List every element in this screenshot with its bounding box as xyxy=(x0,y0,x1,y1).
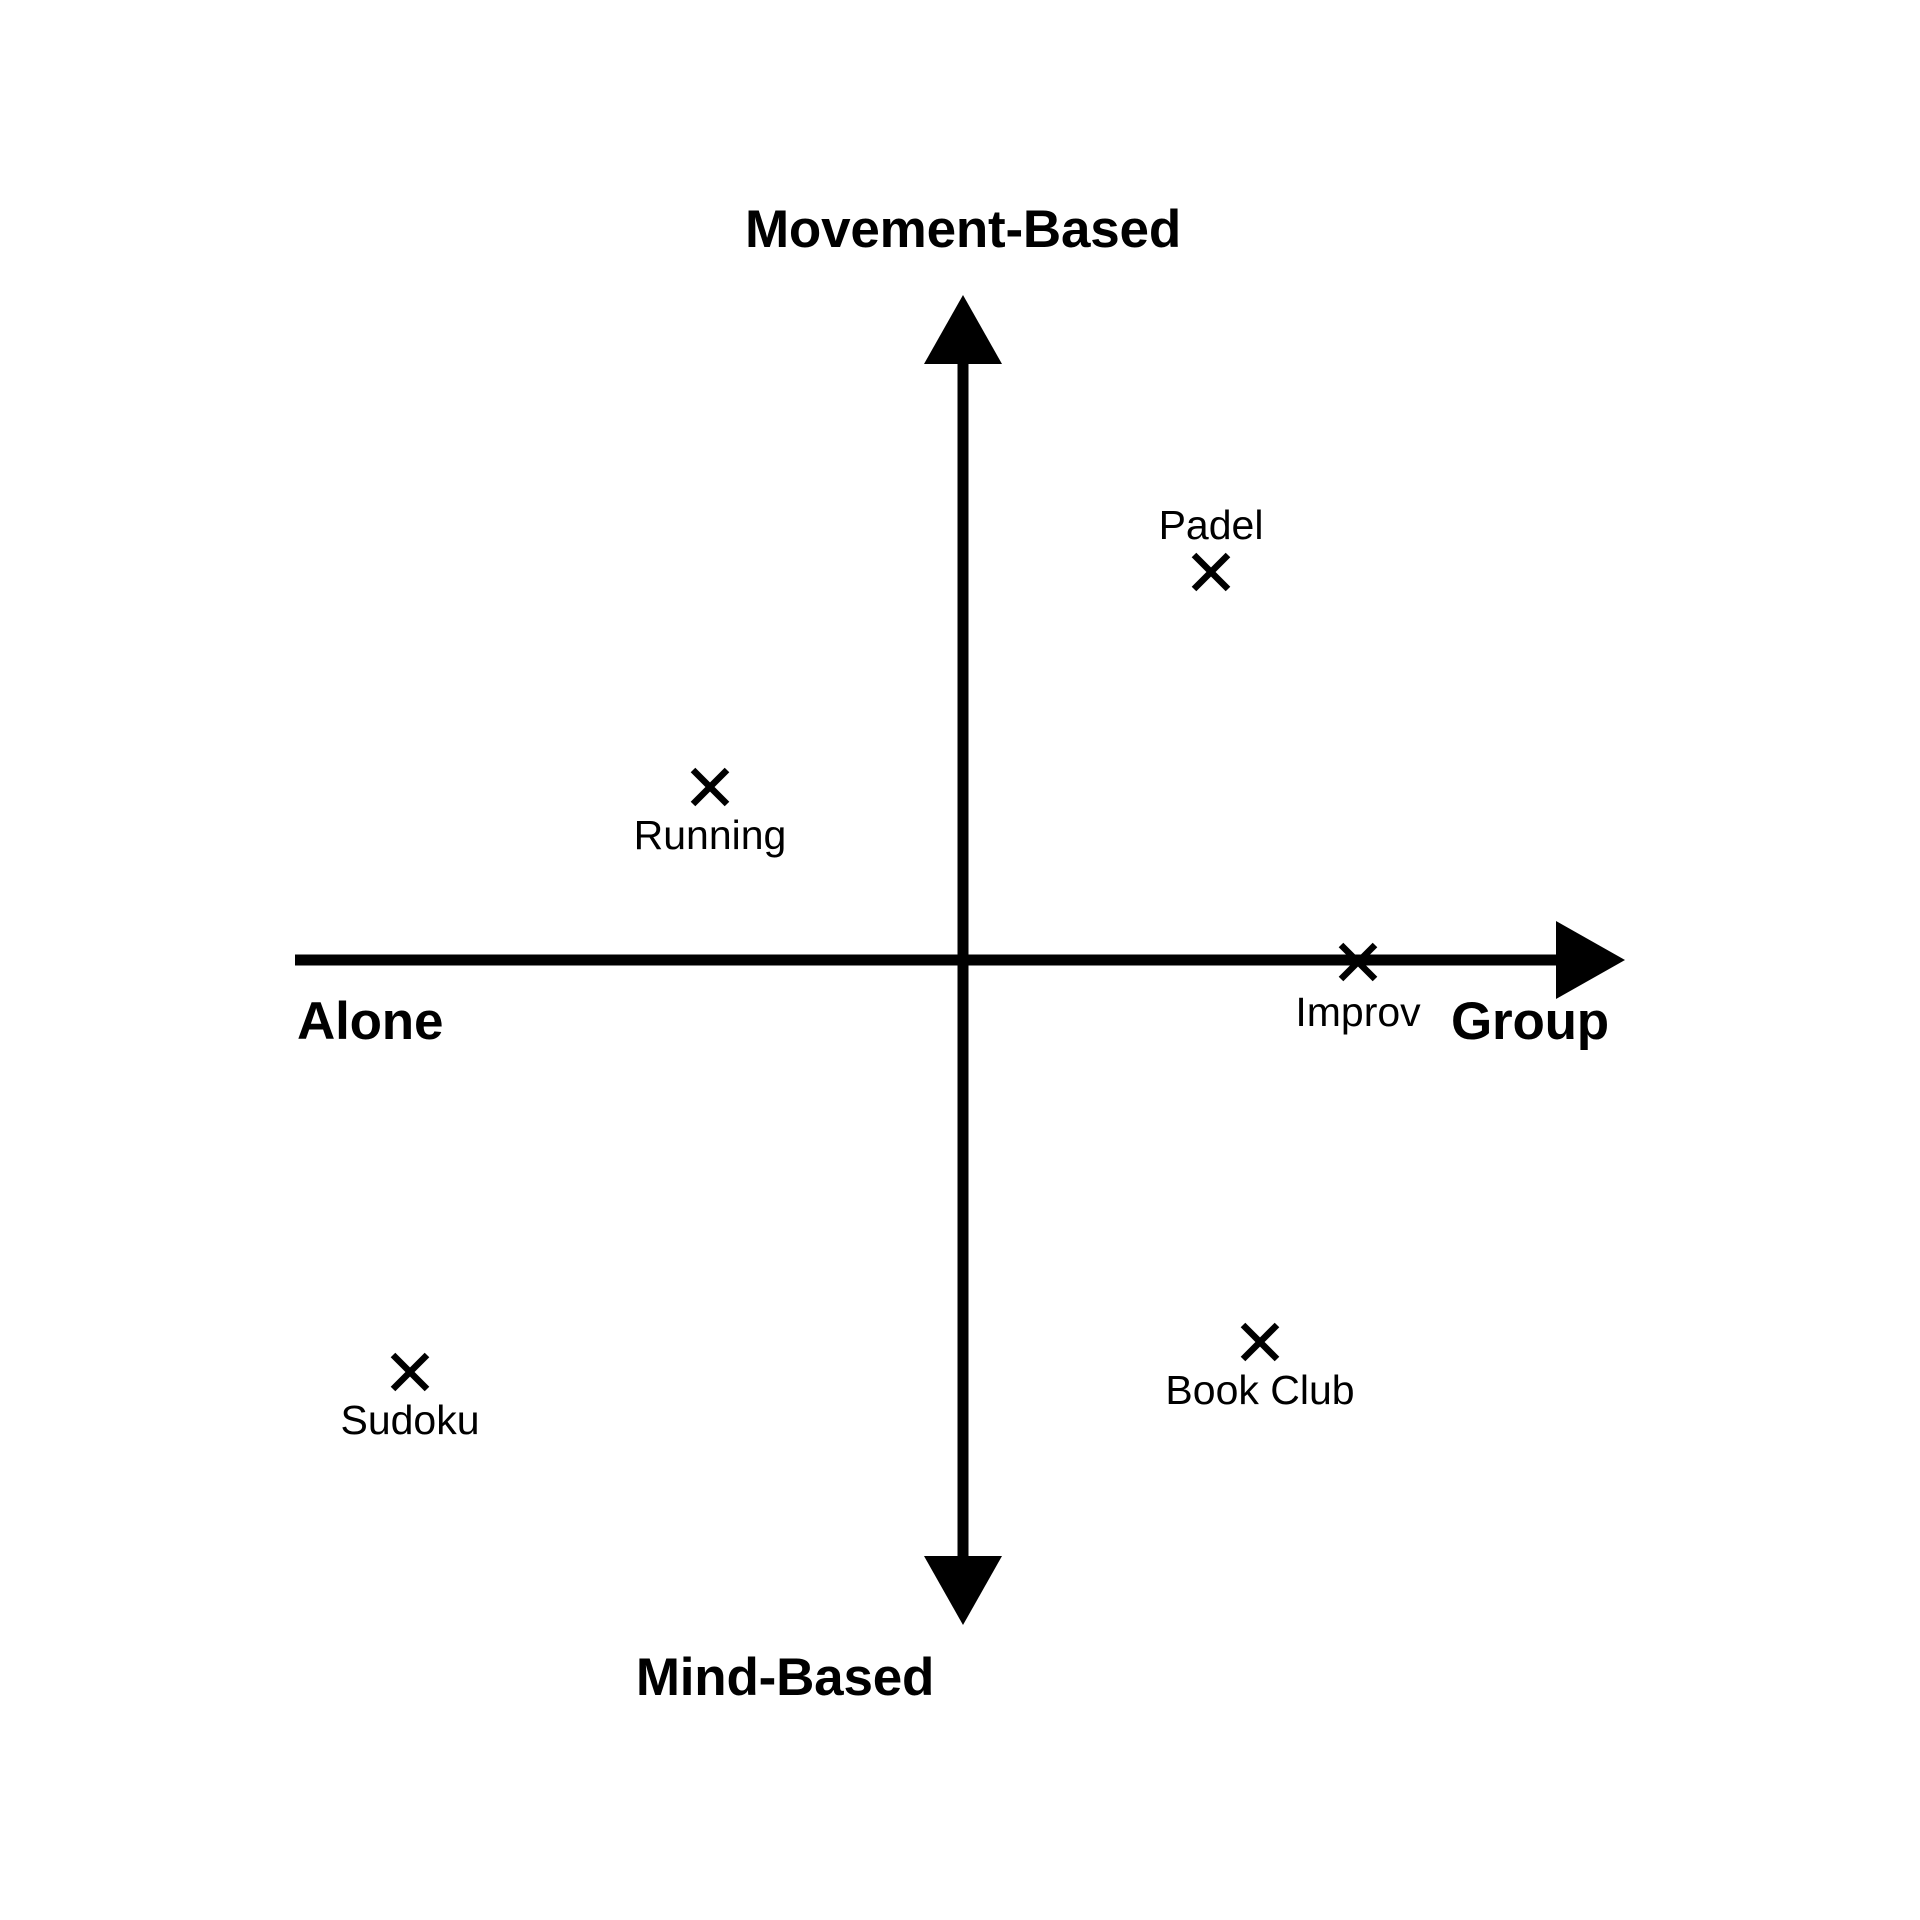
point-label-running: Running xyxy=(633,812,787,858)
axis-label-group: Group xyxy=(1451,992,1609,1051)
data-point-marker-padel[interactable] xyxy=(1189,550,1233,594)
point-label-improv: Improv xyxy=(1295,989,1421,1035)
axis-label-mind-based: Mind-Based xyxy=(635,1648,935,1707)
axis-label-movement-based: Movement-Based xyxy=(744,200,1182,259)
y-axis-top-arrowhead xyxy=(924,295,1002,364)
point-label-book-club: Book Club xyxy=(1165,1367,1355,1413)
data-point-marker-sudoku[interactable] xyxy=(388,1350,432,1394)
axis-label-alone: Alone xyxy=(297,992,444,1051)
y-axis-bottom-arrowhead xyxy=(924,1556,1002,1625)
point-label-sudoku: Sudoku xyxy=(340,1397,480,1443)
data-point-marker-running[interactable] xyxy=(688,765,732,809)
point-label-padel: Padel xyxy=(1158,502,1264,548)
data-point-marker-book-club[interactable] xyxy=(1238,1320,1282,1364)
x-axis-right-arrowhead xyxy=(1556,921,1625,999)
data-point-marker-improv[interactable] xyxy=(1336,940,1380,984)
